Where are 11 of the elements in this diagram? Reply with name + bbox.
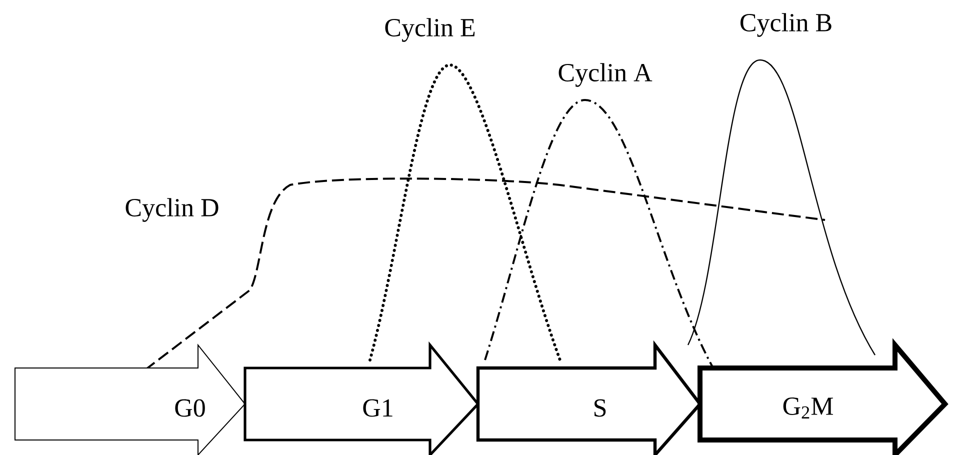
- curve-label: Cyclin E: [385, 18, 475, 42]
- curve-label: Cyclin A: [558, 63, 652, 87]
- phase-block: S: [476, 340, 702, 455]
- node-label: G0: [175, 399, 205, 417]
- phase-block: G0: [14, 344, 246, 455]
- phase-block: G1: [244, 341, 480, 455]
- curve-label: Cyclin D: [126, 198, 218, 222]
- curve-label: Cyclin B: [740, 13, 832, 37]
- node-label: G$_{2}$M: [783, 398, 834, 418]
- node-label: S: [594, 399, 606, 417]
- phase-block: G$_{2}$M: [698, 338, 948, 455]
